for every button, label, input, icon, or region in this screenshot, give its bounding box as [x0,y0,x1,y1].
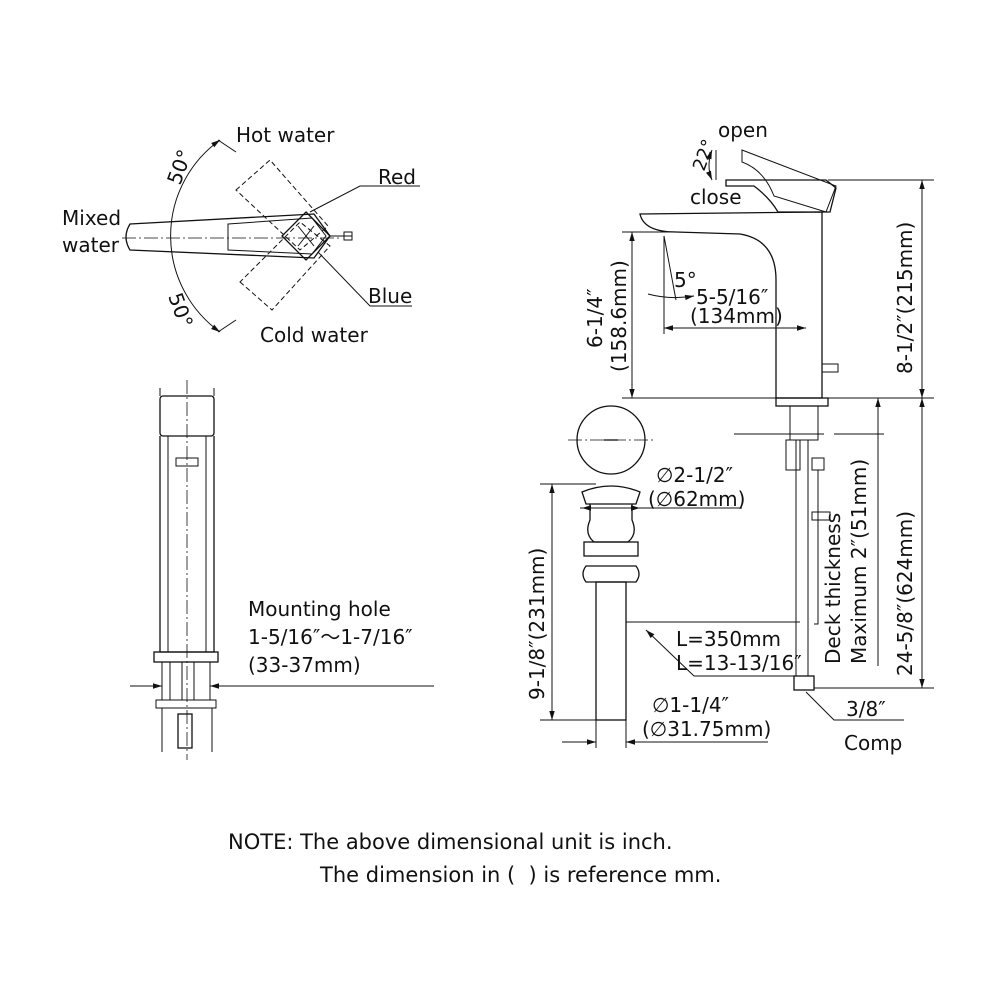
hose-lines [795,440,809,676]
drain-cap [581,485,641,505]
pivot-cross-2 [297,225,315,247]
angle-5-label: 5° [674,268,697,292]
front-shank [161,661,211,701]
total-height-label: 8-1/2″(215mm) [893,222,917,374]
cold-water-label: Cold water [260,323,369,347]
blue-leader [317,251,412,307]
front-valve [177,713,193,749]
mounting-hole-inch: 1-5/16″～1-7/16″ [248,625,413,649]
front-lines-below [161,708,213,752]
spout-body [639,211,823,399]
side-base [775,397,829,407]
spout-height-inch: 6-1/4″ [583,288,607,348]
comp-leader [805,691,904,721]
red-label: Red [378,165,416,189]
front-view: Mounting hole 1-5/16″～1-7/16″ (33-37mm) [130,380,434,760]
mixed-water-label-1: Mixed [62,206,121,230]
mounting-hole-label: Mounting hole [248,597,391,621]
deck-thickness-label: Deck thickness [821,513,845,664]
reach-inch: 5-5/16″ [696,285,768,309]
drain-neck [587,504,635,543]
drain-top-dia-mm: (∅62mm) [648,487,745,511]
side-handle-open [741,149,837,213]
side-shank [789,405,819,441]
blue-label: Blue [368,284,412,308]
drain-top-dia-inch: ∅2-1/2″ [656,463,733,487]
pipe-dia-mm: (∅31.75mm) [642,717,771,741]
pop-up-knob [821,363,839,373]
mounting-hole-mm: (33-37mm) [248,653,361,677]
deck-max-label: Maximum 2″(51mm) [847,459,871,664]
side-view: 8-1/2″(215mm) 24-5/8″(624mm) Deck thickn… [583,118,934,755]
drain-nut [582,565,640,583]
handle-mixed-inner [227,217,327,255]
drain-pipe [595,581,627,721]
comp-label: Comp [844,731,902,755]
front-body-inner [167,436,207,652]
close-label: close [690,185,742,209]
hot-water-label: Hot water [236,123,335,147]
below-deck-label: 24-5/8″(624mm) [893,511,917,676]
hose-pointer [645,629,695,677]
handle-pivot [281,211,331,261]
pipe-dia-inch: ∅1-1/4″ [652,693,729,717]
angle-top-label: 50° [162,146,197,188]
spout-height-mm: (158.6mm) [607,260,631,372]
angle-bottom-label: 50° [163,290,198,332]
top-view: Hot water Mixed water Cold water Red Blu… [62,123,420,347]
pop-up-rod [814,470,819,625]
comp-fitting [793,675,815,691]
hose-length-mm: L=350mm [676,627,781,651]
open-label: open [718,118,768,142]
side-valve [785,439,801,471]
rod-clamp [811,511,831,521]
mixed-water-label-2: water [62,233,120,257]
handle-stem [343,231,353,241]
front-nut [155,699,217,709]
angle-5-line [663,235,677,301]
drain-view: 9-1/8″(231mm) ∅2-1/2″ (∅62mm) ∅1-1/4″ (∅… [525,405,771,748]
front-base [153,651,219,663]
comp-size-label: 3/8″ [846,697,886,721]
drain-flange [583,541,639,557]
side-handle-close [725,179,837,213]
open-close-arc [705,149,713,181]
swing-arc [170,139,221,333]
angle-5-arc [647,293,695,301]
side-clip [811,457,825,471]
handle-mixed-outline [125,213,331,259]
arc-end-bottom [217,319,237,333]
red-leader [309,185,420,213]
reach-mm: (134mm) [690,304,783,328]
note-line-1: NOTE: The above dimensional unit is inch… [228,830,673,854]
hose-length-inch: L=13-13/16″ [676,651,802,675]
handle-cold-outline [239,221,331,311]
arc-end-top [217,139,237,153]
drain-length-label: 9-1/8″(231mm) [525,548,549,700]
angle-22-label: 22° [689,137,720,174]
note-line-2: The dimension in ( ) is reference mm. [320,863,722,887]
